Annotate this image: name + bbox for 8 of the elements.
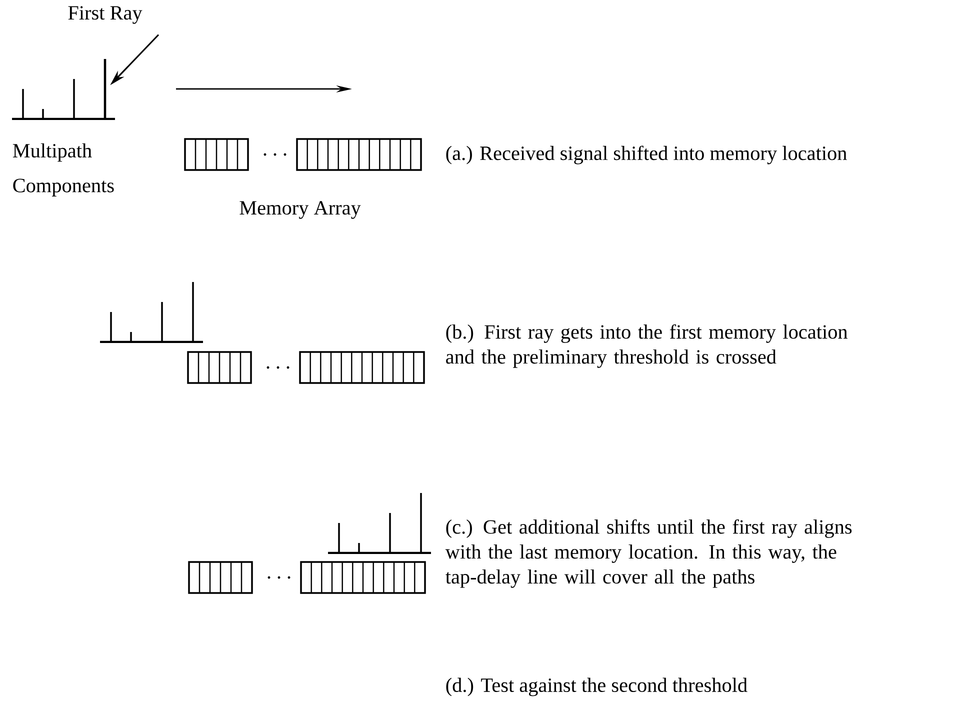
step-caption: (b.) First ray gets into the first memory location and the preliminary threshold is crossed xyxy=(446,324,848,368)
array-caption: Memory Array xyxy=(240,201,361,219)
component-caption: Multipath Components xyxy=(12,143,114,196)
step-caption: (c.) Get additional shifts until the first ray aligns with the last memory location. In this way, the tap-delay line will cover all the paths xyxy=(445,519,852,588)
step-caption: (a.) Received signal shifted into memory location xyxy=(446,146,847,164)
ray-label: First Ray xyxy=(68,6,142,24)
step-caption: (d.) Test against the second threshold xyxy=(446,678,748,696)
first-ray-spike xyxy=(104,58,106,119)
